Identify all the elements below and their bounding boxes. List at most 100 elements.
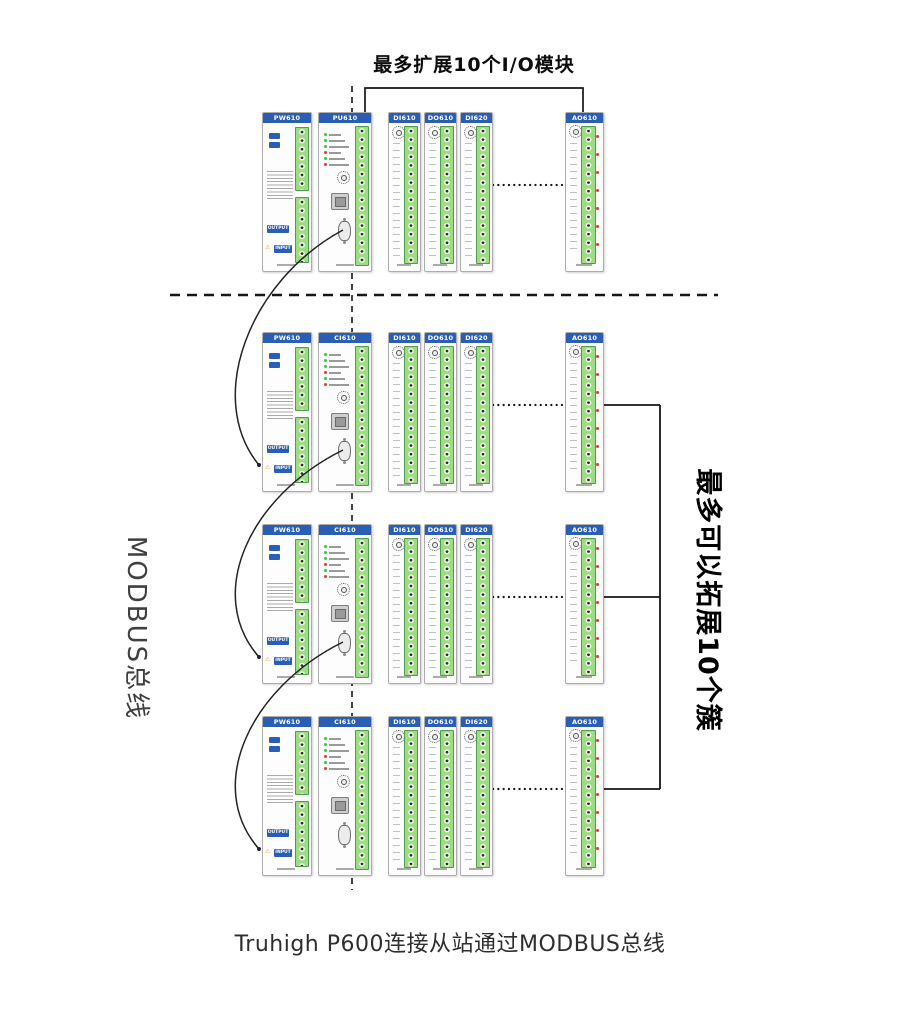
status-led <box>324 563 327 566</box>
led-label <box>329 163 349 166</box>
output-label: OUTPUT <box>267 637 289 645</box>
status-led-row <box>324 556 349 561</box>
status-led <box>324 761 327 764</box>
module-code <box>469 484 483 486</box>
channel-labels <box>393 747 400 863</box>
led-label <box>329 151 341 154</box>
led-label <box>329 557 349 560</box>
module-code <box>336 264 354 266</box>
status-led-row <box>324 376 345 381</box>
module-title: CI610 <box>319 717 371 727</box>
status-led-row <box>324 736 341 741</box>
status-led-row <box>324 574 349 579</box>
led-label <box>329 569 345 572</box>
channel-labels <box>429 747 436 863</box>
output-led <box>596 565 599 568</box>
module-code <box>576 868 592 870</box>
status-led <box>324 743 327 746</box>
module-di620-row2: DI620 <box>460 332 493 492</box>
module-code <box>576 484 592 486</box>
output-led <box>596 601 599 604</box>
rotary-switch <box>337 171 350 184</box>
terminal-strip <box>476 126 490 264</box>
output-led <box>596 829 599 832</box>
output-label: OUTPUT <box>267 225 289 233</box>
led-label <box>329 133 341 136</box>
terminal-strip <box>355 538 369 678</box>
terminal-strip <box>295 347 309 411</box>
indicator-chip <box>269 142 280 148</box>
terminal-strip <box>404 346 418 484</box>
led-label <box>329 551 345 554</box>
module-code <box>277 264 295 266</box>
module-code <box>433 868 447 870</box>
terminal-strip <box>404 730 418 868</box>
status-led <box>324 365 327 368</box>
output-led <box>596 847 599 850</box>
led-label <box>329 145 349 148</box>
output-led <box>596 655 599 658</box>
module-title: DI610 <box>389 525 420 535</box>
module-code <box>576 264 592 266</box>
module-title: DI620 <box>461 113 492 123</box>
module-code <box>277 484 295 486</box>
channel-labels <box>393 143 400 259</box>
terminal-strip <box>476 538 490 676</box>
status-led <box>324 377 327 380</box>
status-led <box>324 767 327 770</box>
module-cpu-row3: CI610 <box>318 524 372 684</box>
status-led <box>324 371 327 374</box>
status-led-row <box>324 144 349 149</box>
terminal-strip <box>440 346 454 484</box>
status-led <box>324 145 327 148</box>
address-dial <box>464 538 477 551</box>
module-cpu-row2: CI610 <box>318 332 372 492</box>
module-code <box>576 676 592 678</box>
status-led-row <box>324 138 345 143</box>
spec-text-block <box>267 775 293 803</box>
led-label <box>329 743 345 746</box>
module-code <box>397 676 411 678</box>
module-di620-row3: DI620 <box>460 524 493 684</box>
status-led <box>324 551 327 554</box>
module-di610-row3: DI610 <box>388 524 421 684</box>
output-led <box>596 775 599 778</box>
channel-labels <box>465 747 472 863</box>
module-title: AO610 <box>566 333 603 343</box>
status-led <box>324 133 327 136</box>
module-code <box>336 484 354 486</box>
address-dial <box>464 126 477 139</box>
status-led <box>324 353 327 356</box>
status-led-row <box>324 562 341 567</box>
terminal-strip <box>355 730 369 870</box>
module-ao610-row4: AO610 <box>565 716 604 876</box>
cable-plug-3 <box>257 847 261 851</box>
status-led <box>324 755 327 758</box>
channel-labels <box>393 363 400 479</box>
status-led-row <box>324 162 349 167</box>
status-led-row <box>324 760 345 765</box>
status-led-row <box>324 364 349 369</box>
module-title: PW610 <box>263 113 311 123</box>
channel-labels <box>570 363 577 475</box>
dsub-connector <box>338 438 351 464</box>
status-led-row <box>324 754 341 759</box>
terminal-strip <box>440 538 454 676</box>
cable-plug-2 <box>257 655 261 659</box>
status-led-row <box>324 568 345 573</box>
terminal-strip <box>295 127 309 191</box>
status-led <box>324 575 327 578</box>
module-code <box>433 264 447 266</box>
led-label <box>329 157 345 160</box>
terminal-strip <box>355 346 369 486</box>
address-dial <box>392 346 405 359</box>
ethernet-port <box>331 413 349 430</box>
output-led <box>596 583 599 586</box>
module-code <box>277 868 295 870</box>
module-code <box>336 676 354 678</box>
terminal-strip <box>404 538 418 676</box>
input-label: INPUT <box>274 657 292 665</box>
output-led <box>596 463 599 466</box>
led-label <box>329 755 341 758</box>
